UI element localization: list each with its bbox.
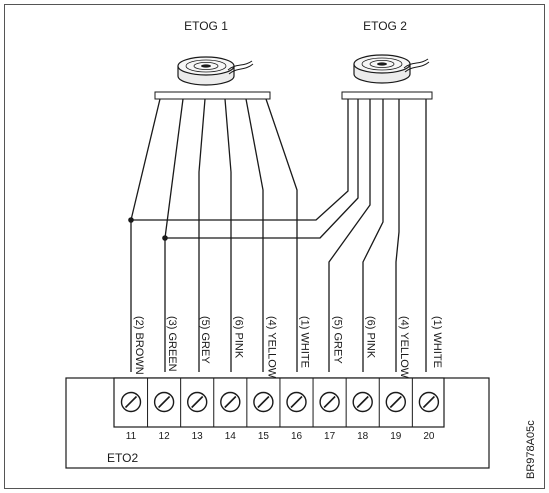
wire-label: (5) GREY <box>199 316 211 364</box>
wire-16 <box>265 98 298 372</box>
etog2-cable-clamp <box>341 91 433 100</box>
wire-label: (1) WHITE <box>431 316 443 368</box>
terminal-number: 16 <box>291 431 303 442</box>
wire-18 <box>362 99 384 372</box>
wire-group <box>130 98 427 372</box>
screw-slot <box>389 395 402 409</box>
wire-label: (6) PINK <box>365 316 377 359</box>
etog2-label: ETOG 2 <box>363 19 407 33</box>
wire-label: (3) GREEN <box>166 316 178 372</box>
screw-slot <box>224 395 237 409</box>
terminal-number: 18 <box>357 431 369 442</box>
wire-label: (2) BROWN <box>133 316 145 375</box>
wire-13 <box>198 98 206 372</box>
terminal-screws: 11 12 13 14 15 16 17 18 19 20 <box>120 378 440 442</box>
wire-label: (6) PINK <box>232 316 244 359</box>
screw-slot <box>290 395 303 409</box>
screw-slot <box>356 395 369 409</box>
wire-19 <box>395 99 400 372</box>
junction-dot <box>128 217 134 223</box>
wire-14 <box>224 98 232 372</box>
wire-label: (4) YELLOW <box>398 316 410 379</box>
wire-etog2-green <box>165 99 359 239</box>
screw-slot <box>124 395 138 409</box>
drawing-reference: BR978A05c <box>525 420 537 479</box>
wire-17 <box>328 99 371 372</box>
screw-slot <box>191 395 204 409</box>
etog1-cable-clamp <box>154 91 271 100</box>
terminal-number: 20 <box>423 431 435 442</box>
terminal-number: 19 <box>390 431 402 442</box>
wire-etog2-brown <box>131 99 349 221</box>
terminal-number: 14 <box>225 431 237 442</box>
wire-label: (5) GREY <box>332 316 344 364</box>
terminal-block-label: ETO2 <box>107 451 138 465</box>
diagram-frame <box>4 4 545 489</box>
screw-slot <box>158 395 171 409</box>
etog1-label: ETOG 1 <box>184 19 228 33</box>
terminal-number: 11 <box>126 431 137 442</box>
etog2-coil-icon <box>353 54 430 84</box>
terminal-number: 17 <box>324 431 336 442</box>
wire-label: (1) WHITE <box>299 316 311 368</box>
screw-slot <box>257 395 270 409</box>
terminal-number: 15 <box>258 431 270 442</box>
junction-dot <box>162 235 168 241</box>
wire-label: (4) YELLOW <box>265 316 277 379</box>
terminal-number: 13 <box>192 431 204 442</box>
screw-slot <box>422 395 435 409</box>
wire-labels: (2) BROWN (3) GREEN (5) GREY (6) PINK (4) YE… <box>133 316 443 379</box>
terminal-number: 12 <box>159 431 171 442</box>
screw-slot <box>323 395 336 409</box>
etog1-coil-icon <box>177 56 254 86</box>
wire-15 <box>245 98 264 372</box>
